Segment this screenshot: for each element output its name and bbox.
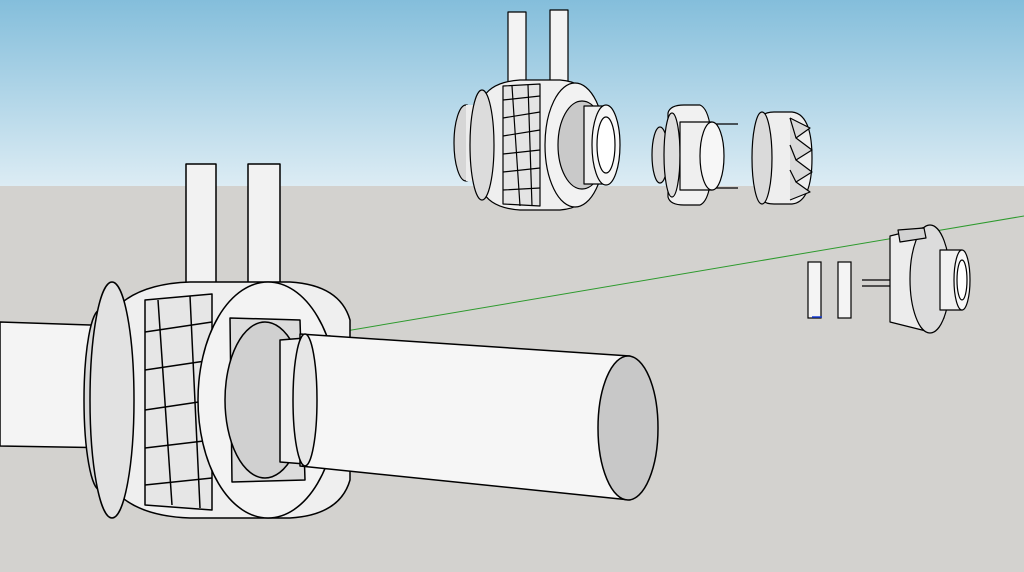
vane-rotor-part[interactable]	[751, 111, 813, 205]
small-coupling-assembly[interactable]	[453, 9, 621, 211]
pin-pair[interactable]	[807, 261, 852, 319]
flange-part[interactable]	[862, 224, 971, 334]
large-coupling-assembly[interactable]	[0, 163, 659, 519]
hub-ring-part[interactable]	[651, 104, 738, 206]
